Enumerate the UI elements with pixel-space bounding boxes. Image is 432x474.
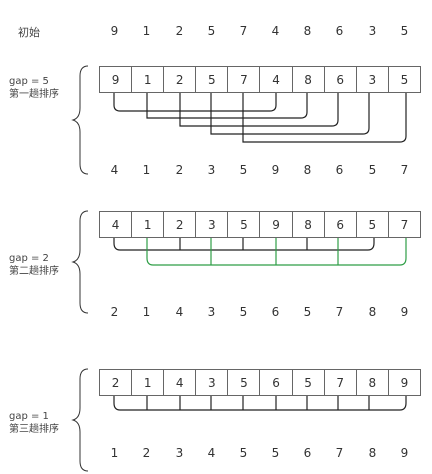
pass-1-label: gap = 5 第一趟排序 xyxy=(9,75,59,101)
sequence-value: 2 xyxy=(175,24,184,38)
sequence-value: 5 xyxy=(368,163,377,177)
array-cell: 2 xyxy=(100,370,133,395)
sequence-value: 7 xyxy=(239,24,248,38)
sequence-value: 7 xyxy=(400,163,409,177)
array-cell: 3 xyxy=(196,212,229,237)
array-cell: 3 xyxy=(357,67,389,92)
sequence-value: 6 xyxy=(303,446,312,460)
array-cell: 6 xyxy=(325,212,357,237)
sequence-value: 4 xyxy=(110,163,119,177)
sequence-value: 9 xyxy=(400,305,409,319)
pass-2-gap: gap = 2 xyxy=(9,253,49,264)
pass-3-array: 2 1 4 3 5 6 5 7 8 9 xyxy=(99,369,421,396)
sequence-value: 5 xyxy=(303,305,312,319)
sequence-value: 2 xyxy=(175,163,184,177)
array-cell: 5 xyxy=(293,370,325,395)
array-cell: 7 xyxy=(228,67,261,92)
pass-2-label: gap = 2 第二趟排序 xyxy=(9,252,59,278)
pass-1-gap: gap = 5 xyxy=(9,76,49,87)
initial-label: 初始 xyxy=(18,26,40,39)
sequence-value: 1 xyxy=(110,446,119,460)
array-cell: 6 xyxy=(260,370,293,395)
array-cell: 8 xyxy=(293,67,325,92)
sequence-value: 4 xyxy=(175,305,184,319)
array-cell: 7 xyxy=(400,217,409,232)
pass-3-brace xyxy=(71,368,89,472)
sequence-value: 5 xyxy=(239,163,248,177)
pass-3-label: gap = 1 第三趟排序 xyxy=(9,410,59,436)
array-cell: 9 xyxy=(100,67,133,92)
gap2-group-line-odd xyxy=(146,238,407,266)
array-cell: 7 xyxy=(325,370,357,395)
sequence-value: 7 xyxy=(335,446,344,460)
sequence-value: 9 xyxy=(400,446,409,460)
array-cell: 9 xyxy=(400,375,409,390)
sequence-value: 8 xyxy=(303,163,312,177)
sequence-value: 5 xyxy=(207,24,216,38)
sequence-value: 5 xyxy=(400,24,409,38)
sequence-value: 8 xyxy=(368,305,377,319)
pass-2-brace xyxy=(71,210,89,314)
pass-3-gap: gap = 1 xyxy=(9,411,49,422)
array-cell: 6 xyxy=(325,67,357,92)
sequence-value: 6 xyxy=(335,163,344,177)
sequence-value: 5 xyxy=(239,305,248,319)
sequence-value: 7 xyxy=(335,305,344,319)
array-cell: 4 xyxy=(164,370,197,395)
sequence-value: 6 xyxy=(271,305,280,319)
sequence-value: 3 xyxy=(207,305,216,319)
sequence-value: 4 xyxy=(207,446,216,460)
array-cell: 4 xyxy=(260,67,293,92)
array-cell: 5 xyxy=(357,212,389,237)
sequence-value: 5 xyxy=(239,446,248,460)
array-cell: 5 xyxy=(228,212,261,237)
sequence-value: 8 xyxy=(368,446,377,460)
array-cell: 4 xyxy=(100,212,133,237)
sequence-value: 1 xyxy=(142,305,151,319)
sequence-value: 2 xyxy=(142,446,151,460)
gap5-group-line xyxy=(210,93,370,135)
sequence-value: 3 xyxy=(368,24,377,38)
gap5-group-line xyxy=(242,93,407,143)
sequence-value: 9 xyxy=(271,163,280,177)
array-cell: 1 xyxy=(132,212,165,237)
sequence-value: 4 xyxy=(271,24,280,38)
gap5-group-line xyxy=(113,93,277,112)
gap5-group-line xyxy=(146,93,308,119)
pass-1-array: 9 1 2 5 7 4 8 6 3 5 xyxy=(99,66,421,93)
sequence-value: 1 xyxy=(142,24,151,38)
array-cell: 1 xyxy=(132,370,165,395)
sequence-value: 9 xyxy=(110,24,119,38)
pass-2-array: 4 1 2 3 5 9 8 6 5 7 xyxy=(99,211,421,238)
array-cell: 5 xyxy=(196,67,229,92)
sequence-value: 3 xyxy=(207,163,216,177)
array-cell: 1 xyxy=(132,67,165,92)
array-cell: 2 xyxy=(164,212,197,237)
sequence-value: 8 xyxy=(303,24,312,38)
sequence-value: 6 xyxy=(335,24,344,38)
pass-1-brace xyxy=(71,65,89,175)
gap2-group-line-even xyxy=(113,238,375,251)
pass-1-title: 第一趟排序 xyxy=(9,89,59,100)
array-cell: 5 xyxy=(228,370,261,395)
pass-3-title: 第三趟排序 xyxy=(9,424,59,435)
pass-2-title: 第二趟排序 xyxy=(9,266,59,277)
array-cell: 5 xyxy=(400,72,409,87)
gap1-group-line xyxy=(113,396,407,411)
sequence-value: 5 xyxy=(271,446,280,460)
array-cell: 8 xyxy=(357,370,389,395)
array-cell: 2 xyxy=(164,67,197,92)
array-cell: 3 xyxy=(196,370,229,395)
sequence-value: 1 xyxy=(142,163,151,177)
array-cell: 9 xyxy=(260,212,293,237)
array-cell: 8 xyxy=(293,212,325,237)
sequence-value: 2 xyxy=(110,305,119,319)
gap5-group-line xyxy=(179,93,339,127)
sequence-value: 3 xyxy=(175,446,184,460)
